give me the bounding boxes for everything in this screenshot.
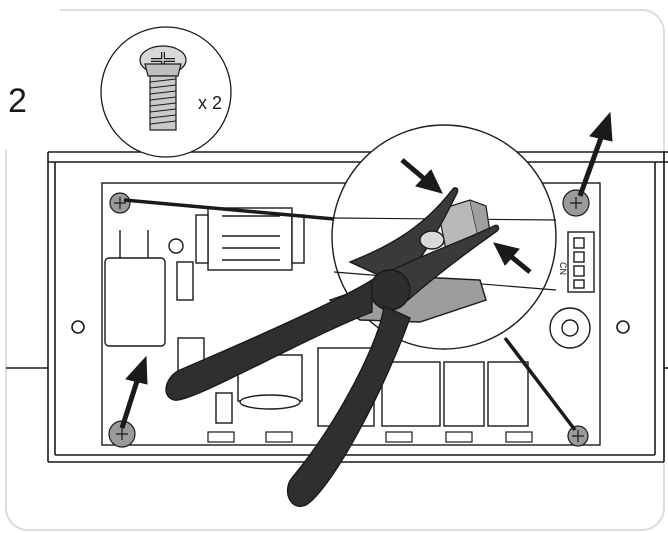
relay — [443, 361, 485, 427]
up-arrows — [119, 111, 613, 429]
transformer — [207, 207, 293, 271]
screws — [108, 189, 590, 448]
appliance-housing — [6, 151, 668, 463]
wire-cap — [419, 230, 445, 250]
arrow-up-right — [577, 111, 613, 197]
screw-top-right — [562, 189, 590, 217]
relay — [487, 361, 529, 427]
phillips-screw-icon — [139, 45, 187, 131]
screw-bottom-right — [567, 425, 589, 447]
screw-quantity: x 2 — [198, 93, 223, 113]
ground-wires — [123, 198, 577, 432]
relay — [381, 361, 441, 427]
step-number: 2 — [8, 82, 27, 120]
arrow-up-left — [119, 355, 148, 429]
mount-hole-left — [71, 320, 85, 334]
pliers — [165, 187, 500, 508]
mount-hole-right — [616, 320, 630, 334]
screw-callout — [100, 26, 232, 158]
pcb-connector-label: CN — [558, 262, 568, 275]
squeeze-arrows — [400, 158, 532, 274]
screw-top-left — [109, 192, 131, 214]
capacitor — [104, 257, 166, 347]
